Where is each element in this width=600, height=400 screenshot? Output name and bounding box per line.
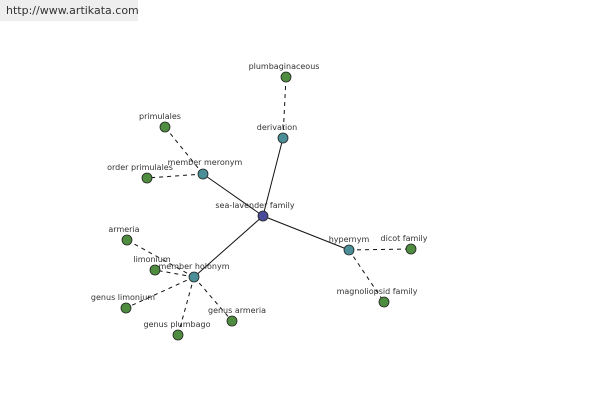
node-hypernym[interactable] [343,244,355,256]
label-hypernym[interactable]: hypernym [329,235,370,244]
node-armeria[interactable] [121,234,133,246]
label-primulales[interactable]: primulales [139,112,181,121]
edge-hypernym-to-dicot-family [348,248,412,251]
edge-derivation-to-plumbaginaceous [282,76,287,139]
edge-member-meronym-to-primulales [164,126,204,175]
node-member-holonym[interactable] [188,271,200,283]
node-primulales[interactable] [159,121,171,133]
node-limonium[interactable] [149,264,161,276]
edge-sea-lavender-family-to-hypernym [262,215,350,251]
edge-member-holonym-to-limonium [154,269,195,278]
edge-member-meronym-to-order-primulales [146,173,204,179]
label-magnoliopsid-family[interactable]: magnoliopsid family [337,287,418,296]
edge-sea-lavender-family-to-member-holonym [193,215,264,278]
node-magnoliopsid-family[interactable] [378,296,390,308]
node-sea-lavender-family[interactable] [257,210,269,222]
graph-nodes [120,71,417,341]
node-genus-plumbago[interactable] [172,329,184,341]
label-armeria[interactable]: armeria [108,225,139,234]
edge-sea-lavender-family-to-member-meronym [202,173,264,217]
edge-sea-lavender-family-to-derivation [262,137,284,217]
label-member-meronym[interactable]: member meronym [168,158,243,167]
node-plumbaginaceous[interactable] [280,71,292,83]
label-member-holonym[interactable]: member holonym [158,262,229,271]
label-sea-lavender-family[interactable]: sea-lavender family [215,201,295,210]
label-genus-limonium[interactable]: genus limonium [91,293,155,302]
label-limonium[interactable]: limonium [133,255,170,264]
label-order-primulales[interactable]: order primulales [107,163,173,172]
graph-labels: sea-lavender family derivation member mero… [91,62,428,329]
node-derivation[interactable] [277,132,289,144]
node-genus-limonium[interactable] [120,302,132,314]
label-genus-armeria[interactable]: genus armeria [208,306,266,315]
node-genus-armeria[interactable] [226,315,238,327]
edge-member-holonym-to-genus-armeria [193,276,233,322]
source-url-banner: http://www.artikata.com [0,0,139,21]
node-order-primulales[interactable] [141,172,153,184]
label-genus-plumbago[interactable]: genus plumbago [144,320,211,329]
graph-edges [125,76,412,336]
node-dicot-family[interactable] [405,243,417,255]
label-dicot-family[interactable]: dicot family [381,234,428,243]
node-member-meronym[interactable] [197,168,209,180]
edge-hypernym-to-magnoliopsid-family [348,249,385,303]
label-derivation[interactable]: derivation [257,123,297,132]
edge-member-holonym-to-genus-plumbago [177,276,195,336]
label-plumbaginaceous[interactable]: plumbaginaceous [249,62,320,71]
